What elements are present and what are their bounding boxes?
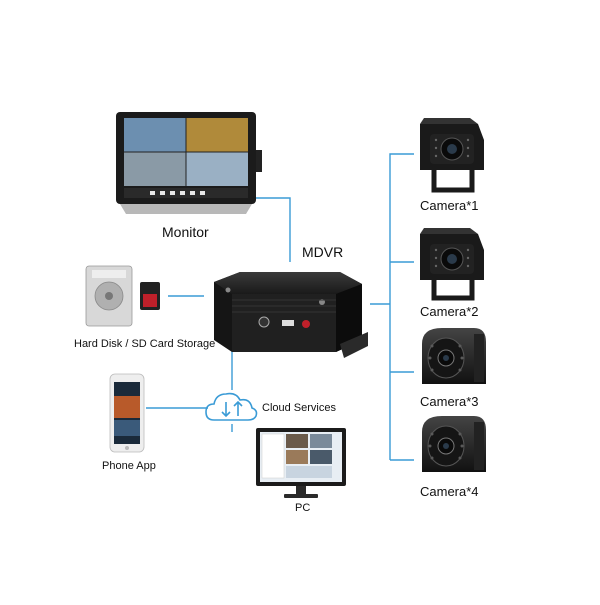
storage-devices	[85, 265, 160, 327]
camera-4-device	[422, 416, 486, 472]
phone-label: Phone App	[102, 460, 156, 472]
pc-label: PC	[295, 502, 311, 514]
connector-monitor-mdvr	[256, 197, 291, 262]
camera-4-label: Camera*4	[420, 484, 479, 499]
monitor-device	[116, 112, 262, 214]
camera-2-label: Camera*2	[420, 304, 479, 319]
camera-3-label: Camera*3	[420, 394, 479, 409]
camera-3-device	[422, 328, 486, 384]
cloud-icon	[205, 392, 258, 421]
storage-label: Hard Disk / SD Card Storage	[74, 338, 216, 350]
phone-device	[109, 373, 145, 453]
monitor-label: Monitor	[162, 224, 209, 240]
camera-1-device	[420, 118, 484, 193]
mdvr-label: MDVR	[302, 244, 344, 260]
camera-1-label: Camera*1	[420, 198, 479, 213]
pc-device	[256, 428, 346, 498]
connector-camera-bus	[370, 153, 414, 461]
mdvr-device	[214, 272, 368, 358]
camera-2-device	[420, 228, 484, 301]
cloud-label: Cloud Services	[262, 402, 336, 414]
